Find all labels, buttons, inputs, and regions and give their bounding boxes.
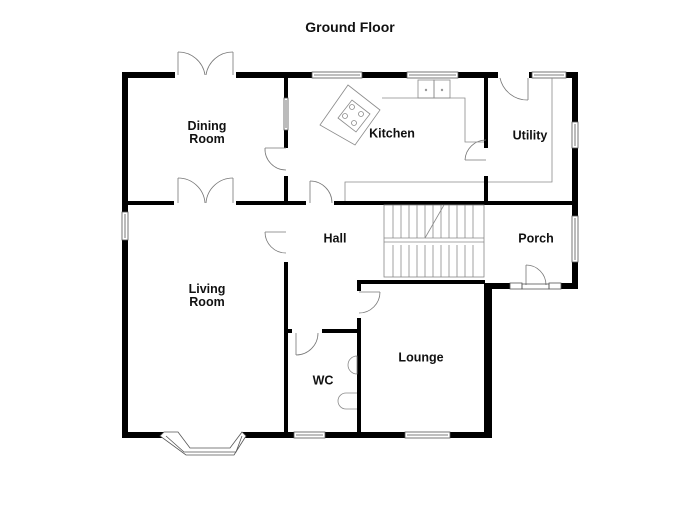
room-label-wc: WC	[312, 373, 334, 388]
room-label-hall: Hall	[323, 231, 347, 246]
walls	[122, 72, 578, 438]
doors	[177, 51, 550, 356]
floor-title: Ground Floor	[305, 19, 395, 35]
windows	[121, 71, 579, 456]
room-label-living: Living Room	[188, 282, 226, 309]
room-label-porch: Porch	[518, 231, 554, 246]
staircase	[383, 204, 485, 278]
room-label-dining: Dining Room	[187, 119, 227, 146]
room-label-utility: Utility	[512, 128, 548, 143]
fixtures	[319, 78, 553, 410]
room-label-lounge: Lounge	[398, 350, 444, 365]
room-label-kitchen: Kitchen	[369, 126, 415, 141]
